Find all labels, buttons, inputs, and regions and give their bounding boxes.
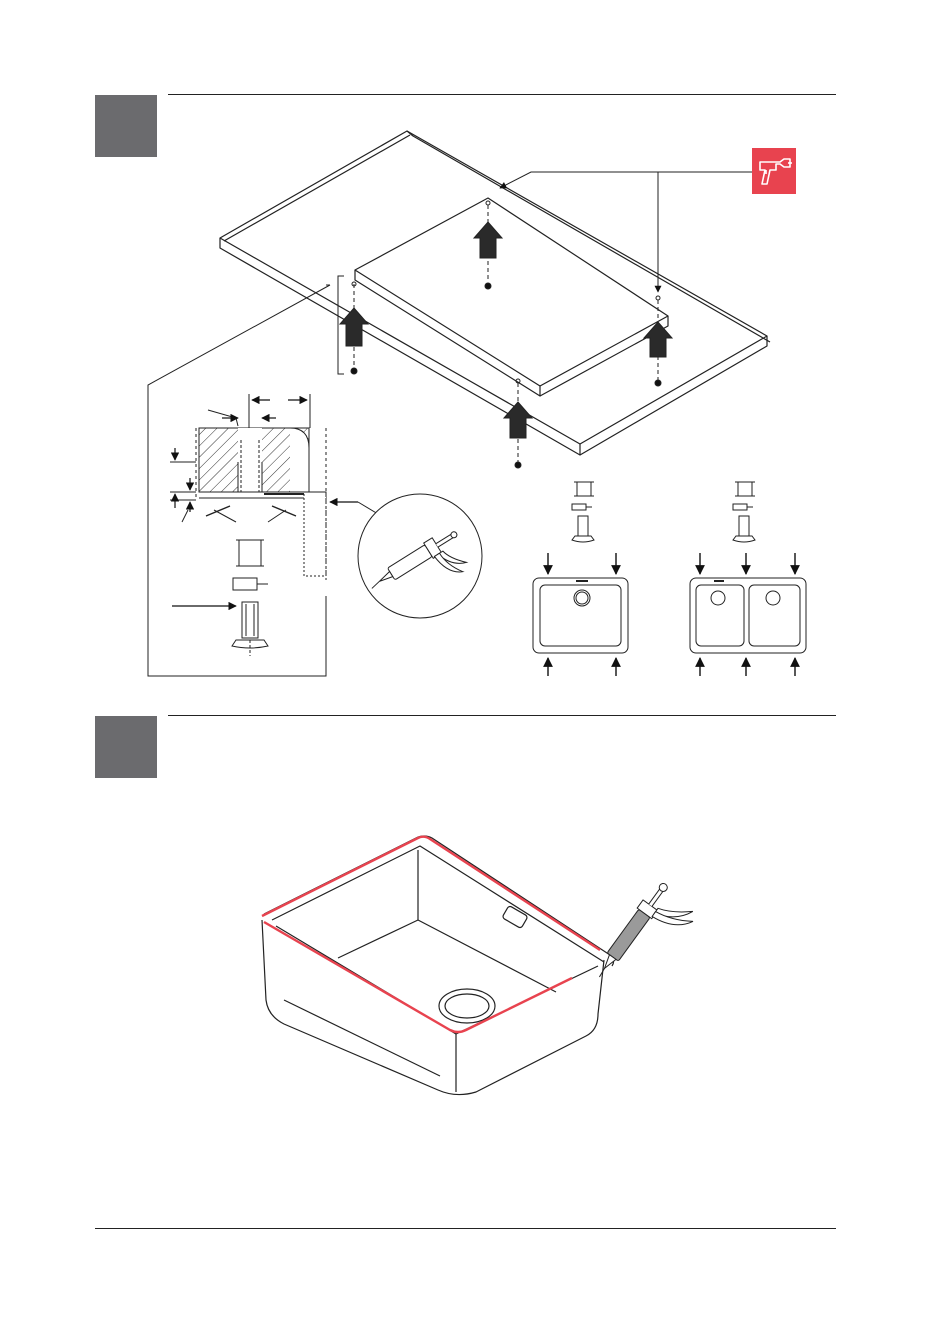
fastener-mini-double [733,482,755,542]
double-bowl-topview [690,578,806,653]
cutout [355,198,668,396]
sink-basin [262,836,614,1095]
sealant-gun [591,879,701,1002]
fastener-mini-single [572,482,594,542]
sealant-bead [262,837,600,1032]
countertop [220,131,770,455]
drill-leader-lines [500,172,752,292]
sealant-gun-detail [358,494,482,618]
fastener-exploded [172,540,268,656]
double-bowl-arrows [700,553,795,676]
single-bowl-topview [533,578,628,653]
single-bowl-arrows [548,553,616,676]
cross-section-detail [170,394,378,580]
thickness-bracket [338,276,344,374]
